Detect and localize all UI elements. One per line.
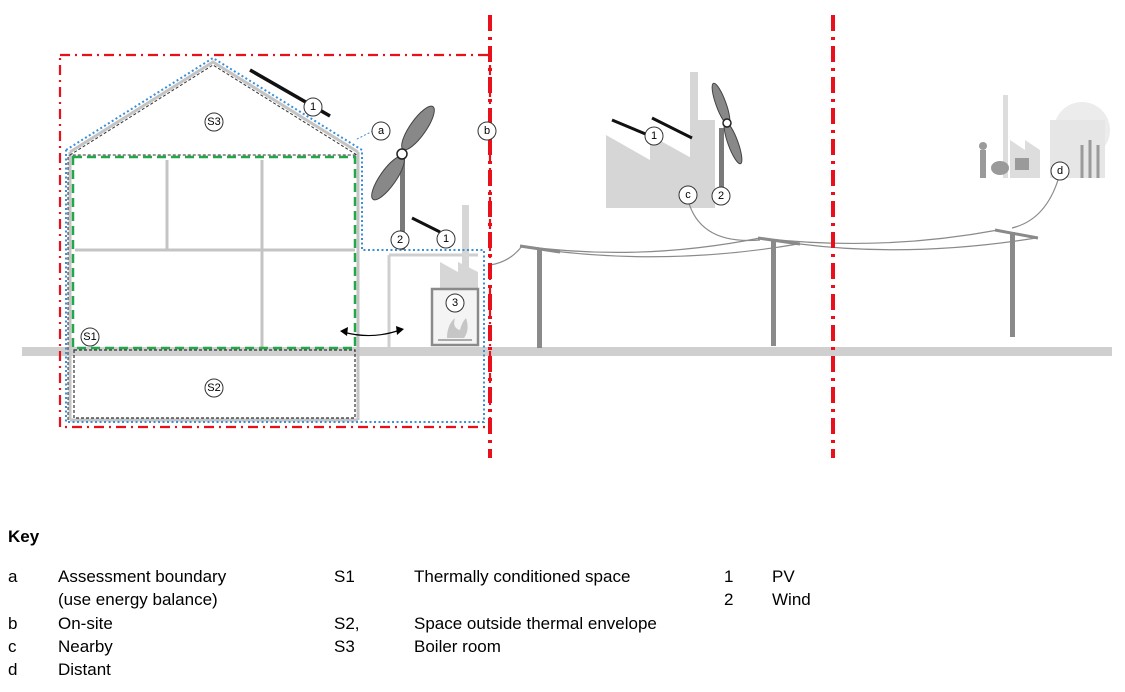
key-letter-text-a-line2: (use energy balance) xyxy=(58,590,218,609)
assessment-boundary-outline xyxy=(65,56,485,423)
key-number-code-2: 2 xyxy=(724,590,734,609)
svg-text:3: 3 xyxy=(452,297,458,309)
label-roof-pv: 1 xyxy=(303,97,323,117)
attic-space-outline xyxy=(68,64,359,156)
key-number-text-2: Wind xyxy=(772,590,811,609)
svg-text:c: c xyxy=(685,189,691,201)
label-s3: S3 xyxy=(204,112,224,132)
svg-text:1: 1 xyxy=(443,233,449,245)
svg-text:2: 2 xyxy=(397,234,403,246)
basement-space-outline xyxy=(73,349,356,419)
key-letter-text-c: Nearby xyxy=(58,637,113,656)
key-letter-code-b: b xyxy=(8,614,18,633)
svg-text:S2: S2 xyxy=(207,382,220,394)
nearby-wind-turbine-icon xyxy=(711,82,743,188)
svg-text:S3: S3 xyxy=(207,116,220,128)
label-nearby-wind: 2 xyxy=(711,186,731,206)
key-space-text-s1: Thermally conditioned space xyxy=(414,567,631,586)
exchange-arrow-icon xyxy=(340,326,404,337)
svg-text:1: 1 xyxy=(651,130,657,142)
power-pole-3 xyxy=(994,228,1039,337)
key-space-text-s2: Space outside thermal envelope xyxy=(414,614,657,633)
nearby-pv-panel-2 xyxy=(651,116,693,140)
key-letter-text-d: Distant xyxy=(58,660,111,679)
label-annex-pv: 1 xyxy=(436,229,456,249)
key-space-code-s1: S1 xyxy=(334,567,355,586)
energy-boundary-diagram: S3 S1 S2 a b c d 1 1 2 1 2 3 xyxy=(22,15,1112,458)
label-a-leader xyxy=(354,130,374,141)
label-d: d xyxy=(1050,161,1070,181)
key-space-text-s3: Boiler room xyxy=(414,637,501,656)
label-c: c xyxy=(678,185,698,205)
key-space-code-s2: S2, xyxy=(334,614,360,633)
key-number-text-1: PV xyxy=(772,567,795,586)
power-pole-2 xyxy=(757,236,801,346)
key-letter-text-a: Assessment boundary xyxy=(58,567,227,586)
key-space-code-s3: S3 xyxy=(334,637,355,656)
label-nearby-pv: 1 xyxy=(644,126,664,146)
on-site-wind-turbine-icon xyxy=(371,105,435,250)
annex-pv-panel xyxy=(411,216,441,234)
nearby-factory-icon xyxy=(606,72,715,208)
svg-text:1: 1 xyxy=(310,101,316,113)
label-a: a xyxy=(371,121,391,141)
label-s1: S1 xyxy=(80,327,100,347)
svg-text:S1: S1 xyxy=(83,331,96,343)
annex-chimney-icon xyxy=(440,205,478,290)
key-letter-code-d: d xyxy=(8,660,18,679)
label-on-site-wind: 2 xyxy=(390,230,410,250)
key-letter-text-b: On-site xyxy=(58,614,113,633)
key-letter-code-c: c xyxy=(8,637,17,656)
svg-text:d: d xyxy=(1057,165,1063,177)
svg-text:b: b xyxy=(484,125,490,137)
conditioned-space-outline xyxy=(71,155,357,350)
power-lines xyxy=(489,179,1059,266)
flame-icon xyxy=(438,318,472,341)
power-pole-1 xyxy=(519,244,561,348)
svg-text:2: 2 xyxy=(718,190,724,202)
key-number-code-1: 1 xyxy=(724,567,734,586)
distant-power-plant-icon xyxy=(979,95,1110,178)
svg-text:a: a xyxy=(378,125,385,137)
ground-line xyxy=(22,347,1112,356)
label-s2: S2 xyxy=(204,378,224,398)
label-b: b xyxy=(477,121,497,141)
house-building xyxy=(68,60,360,422)
key-title: Key xyxy=(8,527,40,546)
label-boiler: 3 xyxy=(445,293,465,313)
key-letter-code-a: a xyxy=(8,567,18,586)
